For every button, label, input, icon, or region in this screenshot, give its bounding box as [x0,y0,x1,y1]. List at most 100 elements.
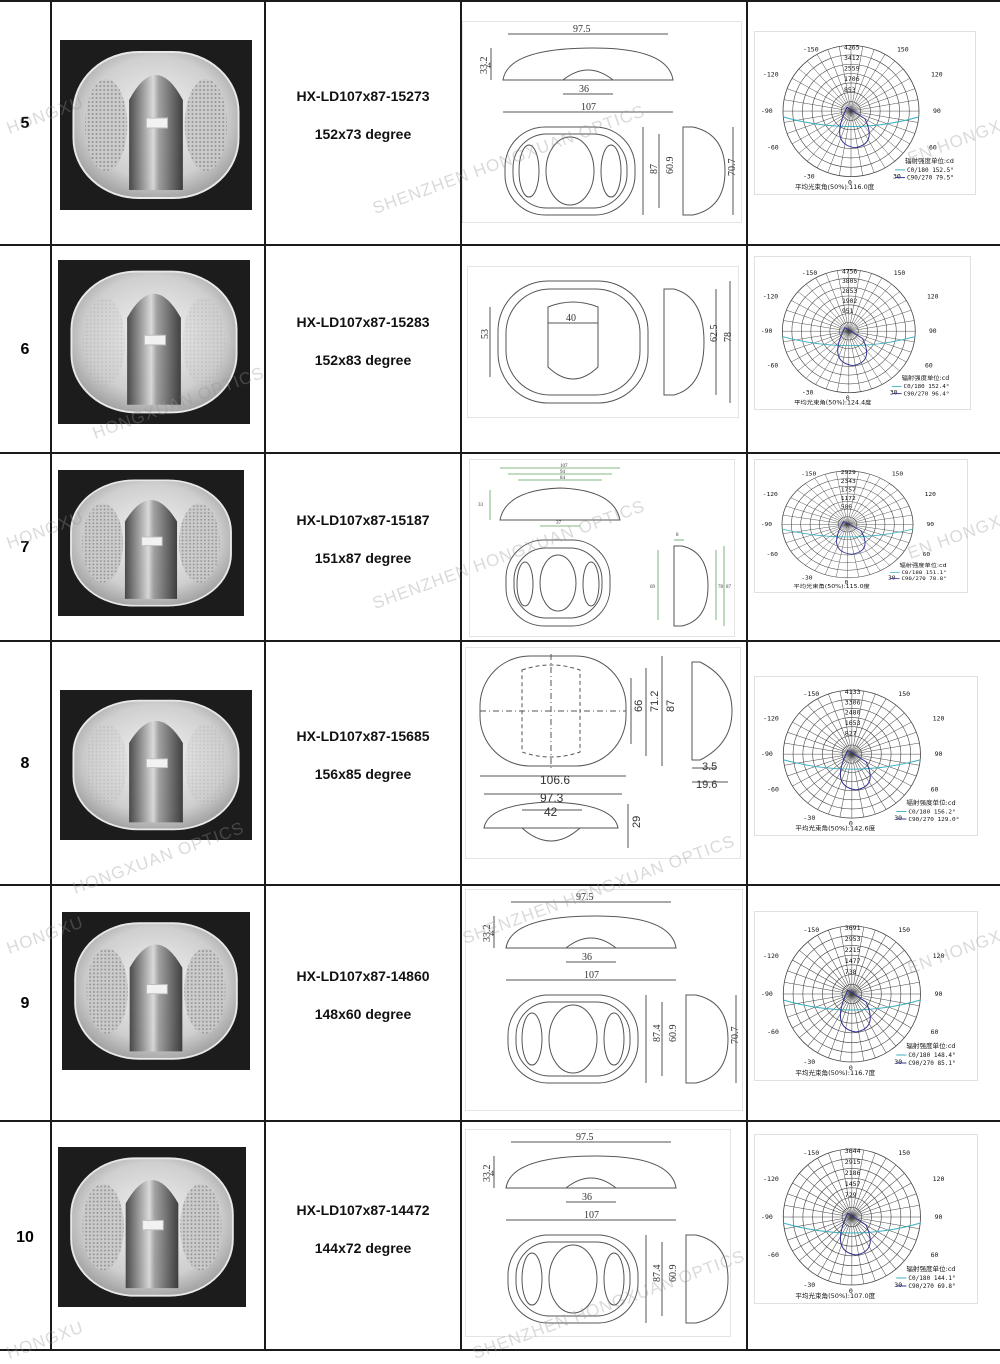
legend-c90: C90/270 96.4° [904,392,950,398]
intensity-ring-label: 3805 [842,278,858,285]
beam-angle: 151x87 degree [314,550,412,566]
intensity-ring-label: 2480 [845,710,861,717]
dimension-label: 87 [649,164,660,174]
dimension-label: 70.7 [727,159,738,177]
intensity-ring-label: 1706 [844,75,860,83]
angle-label: 90 [935,751,943,758]
dimension-label: 33.2 [479,57,490,75]
dimension-label: 62.5 [709,325,720,343]
angle-label: -120 [763,1175,779,1183]
column-divider [264,886,266,1120]
dimension-label: 4 [490,1169,494,1178]
angle-label: 30 [894,1281,902,1289]
beam-angle: 152x83 degree [314,352,412,368]
intensity-ring-label: 1172 [841,496,856,501]
angle-label: -120 [763,70,779,78]
angle-label: 120 [933,1175,945,1183]
angle-label: -60 [767,363,779,370]
dimension-label: 4 [490,929,494,938]
row-number: 9 [20,995,30,1012]
column-divider [50,642,52,884]
dimension-label: 97.5 [573,24,591,35]
intensity-ring-label: 2929 [841,471,857,476]
angle-label: -120 [763,294,779,301]
dimension-label: 36 [579,84,589,95]
beam-angle: 148x60 degree [314,1006,412,1022]
intensity-ring-label: 1653 [845,720,861,727]
angle-label: 90 [927,522,935,527]
angle-label: -150 [803,1149,819,1157]
column-divider [746,454,748,640]
dimension-label: 87 [726,585,732,590]
angle-label: 0 [846,395,850,402]
column-divider [264,246,266,452]
model-number: HX-LD107x87-15685 [296,728,430,744]
column-divider [264,642,266,884]
model-number: HX-LD107x87-15187 [296,512,430,528]
dimension-label: 3.5 [702,761,717,773]
angle-label: 60 [929,144,937,152]
intensity-ring-label: 827 [845,730,857,737]
dimension-label: 70.7 [730,1027,741,1045]
legend-c0: C0/180 148.4° [908,1051,955,1059]
beam-angle: 156x85 degree [314,766,412,782]
dimension-label: 107 [581,102,596,113]
column-divider [50,1122,52,1351]
lens-photo [58,470,244,616]
intensity-ring-label: 729 [845,1191,857,1199]
intensity-ring-label: 2953 [845,935,861,943]
beam-angle-average: 平均光束角(50%):107.0度 [795,1291,875,1300]
c90-distribution-curve [837,326,868,367]
c90-distribution-curve [839,989,871,1033]
column-divider [50,2,52,244]
angle-label: -120 [763,952,779,960]
intensity-ring-label: 586 [841,505,853,510]
c90-distribution-curve [836,520,866,555]
legend-title: 辐射强度单位:cd [902,374,950,382]
row-number: 5 [20,115,30,132]
dimension-label: 19.6 [696,779,717,791]
c0-distribution-curve [783,759,921,770]
angle-label: -150 [803,926,819,934]
angle-label: 90 [935,1213,943,1221]
column-divider [460,2,462,244]
dimension-label: 4 [487,61,491,70]
c90-distribution-curve [839,106,870,149]
angle-label: 60 [925,363,933,370]
model-number: HX-LD107x87-14860 [296,968,430,984]
c0-distribution-curve [781,528,914,538]
intensity-ring-label: 4133 [845,689,861,696]
angle-label: 60 [931,1028,939,1036]
intensity-ring-label: 2853 [842,288,858,295]
angle-label: 150 [894,270,906,277]
beam-angle: 152x73 degree [314,126,412,142]
dimension-label: 37 [556,521,562,526]
column-divider [50,246,52,452]
intensity-ring-label: 1757 [841,488,856,493]
dimension-label: 78 [723,332,734,342]
column-divider [460,246,462,452]
angle-label: 0 [849,1064,853,1072]
angle-label: -90 [761,751,773,758]
c0-distribution-curve [783,1222,921,1234]
beam-angle-average: 平均光束角(50%):116.7度 [795,1068,875,1077]
dimension-label: 94 [560,470,566,475]
dimension-label: 106.6 [540,773,570,787]
angle-label: -90 [761,1213,773,1221]
c0-distribution-curve [783,999,921,1011]
dimension-label: 33.2 [482,925,493,943]
dimension-label: 40 [566,313,576,324]
column-divider [264,454,266,640]
legend-c90: C90/270 85.1° [908,1059,955,1067]
angle-label: -90 [761,522,773,527]
angle-label: 60 [931,787,939,794]
dimension-label: 36 [582,1192,592,1203]
